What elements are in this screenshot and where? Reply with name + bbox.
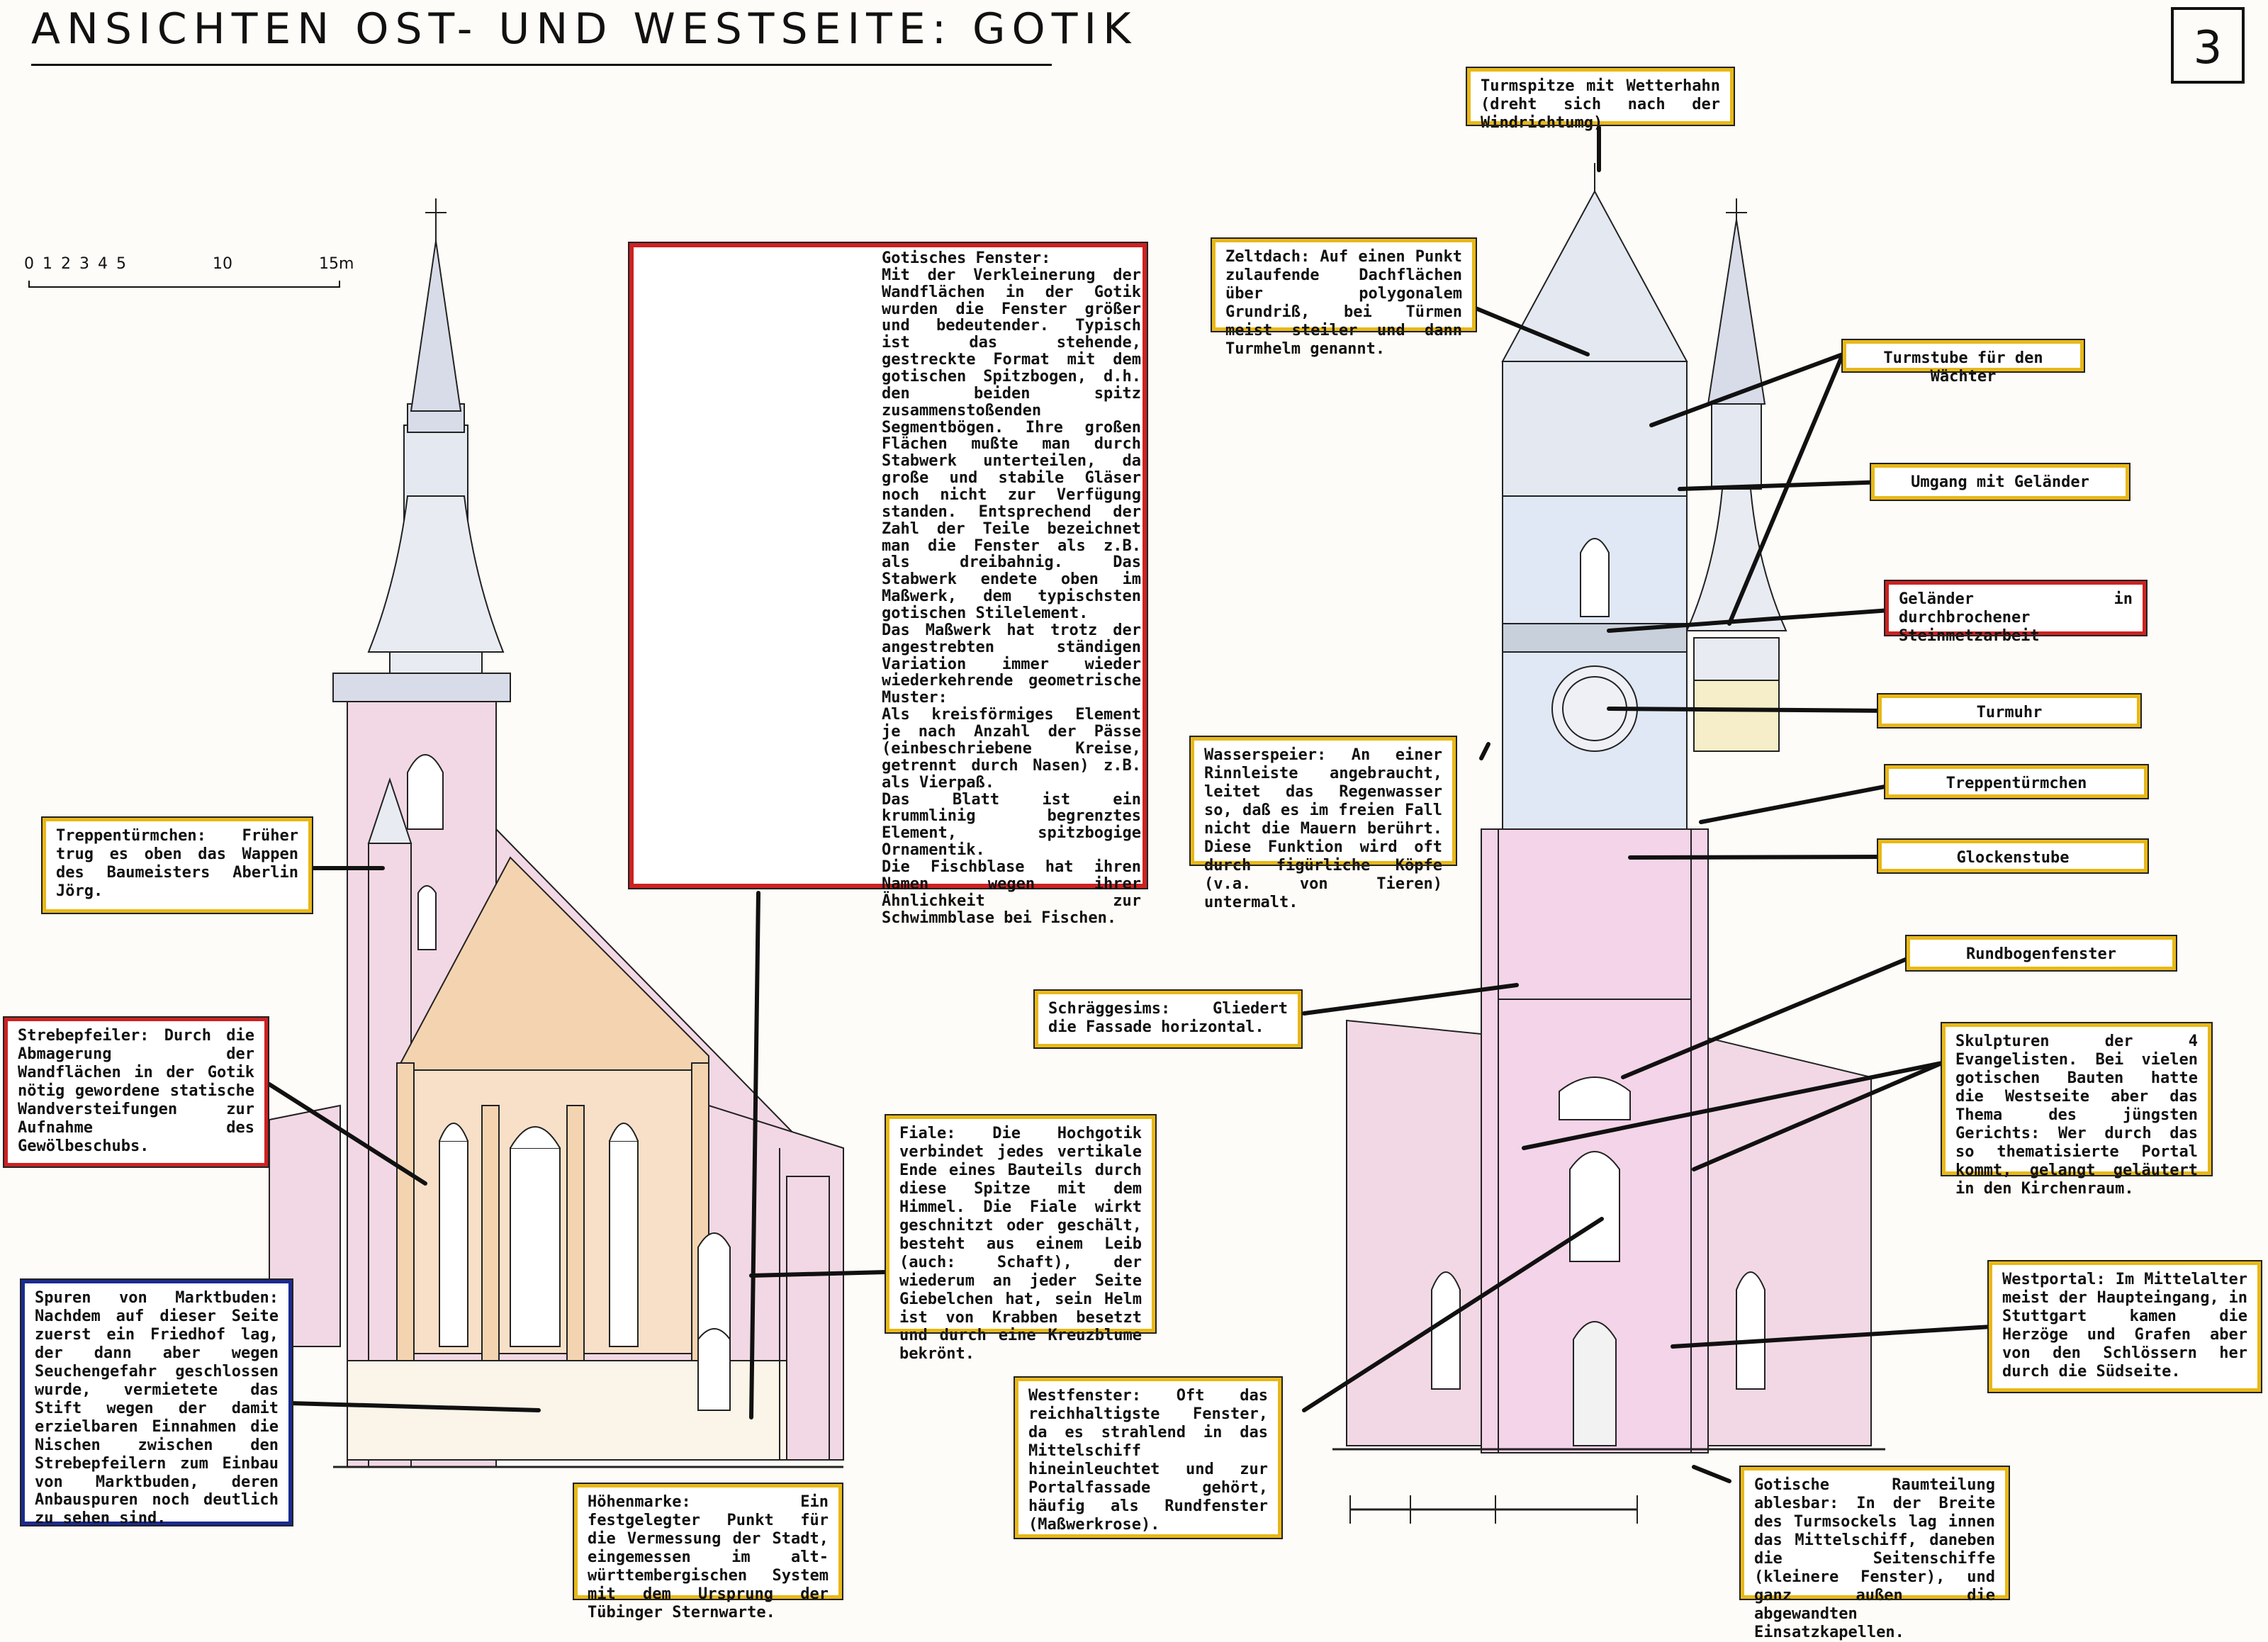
title-rule xyxy=(31,64,1052,66)
east-view-drawing xyxy=(269,198,844,1468)
label-umgang: Umgang mit Geländer xyxy=(1870,463,2131,501)
label-wasserspeier: Wasserspeier: An einer Rinnleiste angebr… xyxy=(1189,736,1457,911)
scale-tick: 5 xyxy=(116,255,126,273)
label-hoehenmarke: Höhenmarke: Ein festgelegter Punkt für d… xyxy=(573,1483,843,1621)
scale-tick: 1 xyxy=(43,255,52,273)
leader-lines xyxy=(267,125,1994,1483)
gothic-window-panel: Gotisches Fenster: Mit der Verkleinerung… xyxy=(628,242,1148,926)
label-zeltdach: Zeltdach: Auf einen Punkt zulaufende Dac… xyxy=(1211,237,1477,358)
label-rundbogenfenster: Rundbogenfenster xyxy=(1905,935,2177,972)
label-westfenster: Westfenster: Oft das reichhaltigste Fens… xyxy=(1014,1376,1283,1539)
label-treppentuermchen-west: Treppentürmchen xyxy=(1884,764,2149,799)
label-treppentuermchen-ost: Treppentürmchen: Früher trug es oben das… xyxy=(41,816,313,914)
scale-tick: 0 xyxy=(24,255,34,273)
scale-tick: 10 xyxy=(213,255,232,273)
scale-bar-line xyxy=(28,281,340,288)
label-turmuhr: Turmuhr xyxy=(1877,693,2142,729)
scale-tick: 2 xyxy=(61,255,71,273)
label-raumteilung: Gotische Raumteilung ablesbar: In der Br… xyxy=(1739,1466,2010,1641)
label-skulpturen: Skulpturen der 4 Evangelisten. Bei viele… xyxy=(1941,1022,2213,1198)
label-turmstube: Turmstube für den Wächter xyxy=(1841,339,2085,386)
page-number-badge: 3 xyxy=(2171,7,2245,84)
scale-tick: 4 xyxy=(98,255,108,273)
page-title: ANSICHTEN OST- UND WESTSEITE: GOTIK xyxy=(31,4,1138,54)
label-turmspitze: Turmspitze mit Wetterhahn (dreht sich na… xyxy=(1466,67,1735,132)
label-fiale: Fiale: Die Hochgotik verbindet jedes ver… xyxy=(885,1114,1157,1363)
label-strebepfeiler: Strebepfeiler: Durch die Abmagerung der … xyxy=(3,1016,269,1168)
scale-tick: 15m xyxy=(319,255,354,273)
label-schraeggesims: Schräggesims: Gliedert die Fassade horiz… xyxy=(1033,989,1303,1049)
label-marktbuden: Spuren von Marktbuden: Nachdem auf diese… xyxy=(20,1278,293,1527)
gothic-window-text: Gotisches Fenster: Mit der Verkleinerung… xyxy=(882,249,1141,927)
scale-tick: 3 xyxy=(79,255,89,273)
label-westportal: Westportal: Im Mittelalter meist der Hau… xyxy=(1987,1260,2262,1393)
label-glockenstube: Glockenstube xyxy=(1877,838,2149,874)
label-gelaender: Geländer in durchbrochener Steinmetzarbe… xyxy=(1884,580,2148,645)
